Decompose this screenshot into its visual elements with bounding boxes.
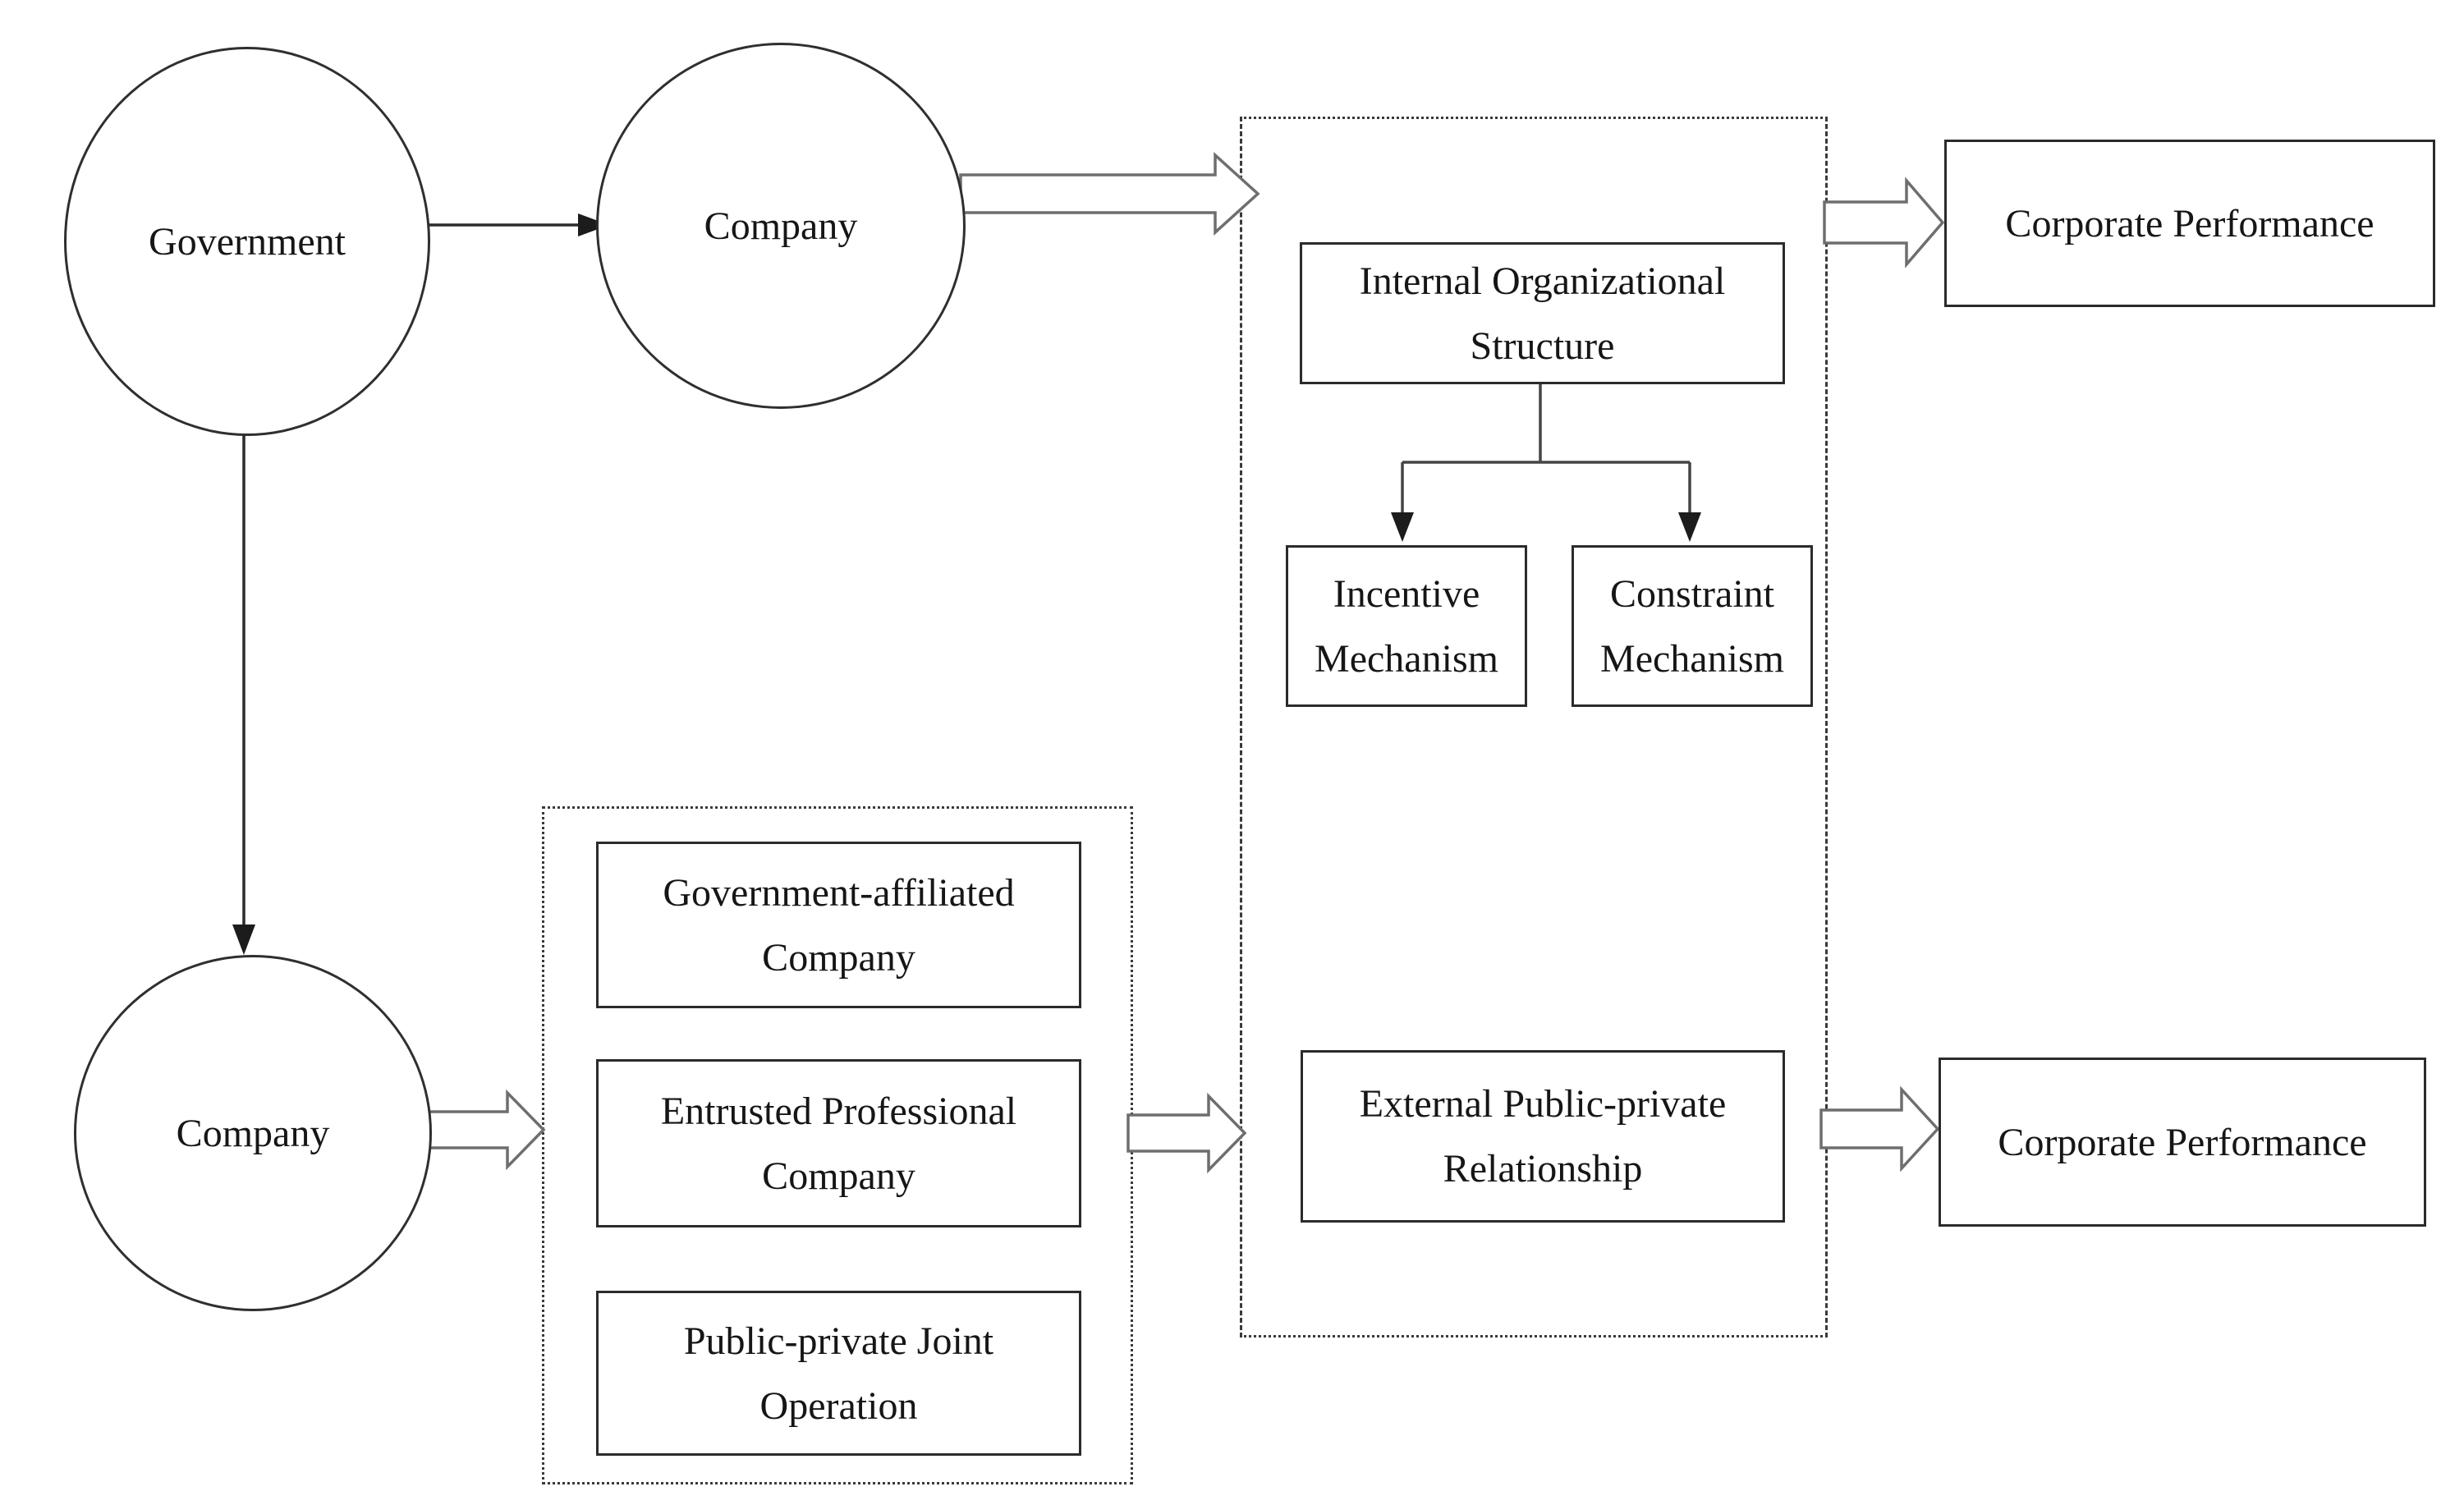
box-incentive-mechanism: Incentive Mechanism (1286, 545, 1527, 707)
node-government-circle: Government (64, 47, 430, 436)
public-private-joint-line1: Public-private Joint (683, 1319, 994, 1363)
external-relationship-line1: External Public-private (1359, 1082, 1727, 1126)
company-bottom-label: Company (176, 1111, 330, 1155)
incentive-line2: Mechanism (1315, 636, 1498, 681)
internal-governance-dashed-group (1240, 117, 1828, 1338)
block-arrow-internal-to-performance (1823, 177, 1945, 268)
arrowhead-to-incentive (1391, 512, 1414, 542)
entrusted-professional-line1: Entrusted Professional (660, 1089, 1017, 1133)
company-top-label: Company (704, 204, 858, 248)
arrow-government-to-company-top (425, 213, 609, 236)
block-arrow-external-to-performance (1819, 1085, 1940, 1172)
box-corporate-performance-bottom: Corporate Performance (1939, 1058, 2426, 1227)
block-arrow-company-to-internal-group (959, 152, 1260, 236)
node-company-bottom-circle: Company (74, 955, 432, 1311)
constraint-line2: Mechanism (1600, 636, 1784, 681)
internal-structure-line1: Internal Organizational (1359, 259, 1726, 303)
public-private-joint-line2: Operation (759, 1383, 918, 1428)
corporate-performance-top-label: Corporate Performance (2005, 201, 2375, 245)
arrowhead-to-constraint (1678, 512, 1701, 542)
box-constraint-mechanism: Constraint Mechanism (1572, 545, 1813, 707)
government-affiliated-line1: Government-affiliated (663, 870, 1015, 915)
arrow-government-to-company-bottom (232, 431, 255, 955)
block-arrow-company-types-to-external (1126, 1092, 1247, 1174)
internal-structure-line2: Structure (1470, 323, 1615, 368)
constraint-line1: Constraint (1610, 571, 1774, 616)
box-internal-organizational-structure: Internal Organizational Structure (1300, 242, 1785, 384)
box-entrusted-professional-company: Entrusted Professional Company (596, 1059, 1081, 1227)
box-corporate-performance-top: Corporate Performance (1944, 140, 2435, 307)
entrusted-professional-line2: Company (762, 1154, 915, 1198)
government-label: Government (149, 219, 346, 264)
box-public-private-joint-operation: Public-private Joint Operation (596, 1291, 1081, 1456)
block-arrow-company-to-company-types (425, 1089, 546, 1171)
incentive-line1: Incentive (1333, 571, 1480, 616)
government-affiliated-line2: Company (762, 935, 915, 980)
connector-internal-to-mechanisms (1391, 379, 1701, 542)
node-company-top-circle: Company (596, 43, 966, 409)
corporate-performance-bottom-label: Corporate Performance (1998, 1120, 2367, 1164)
box-government-affiliated-company: Government-affiliated Company (596, 842, 1081, 1008)
external-relationship-line2: Relationship (1443, 1147, 1643, 1191)
box-external-public-private-relationship: External Public-private Relationship (1301, 1050, 1785, 1223)
